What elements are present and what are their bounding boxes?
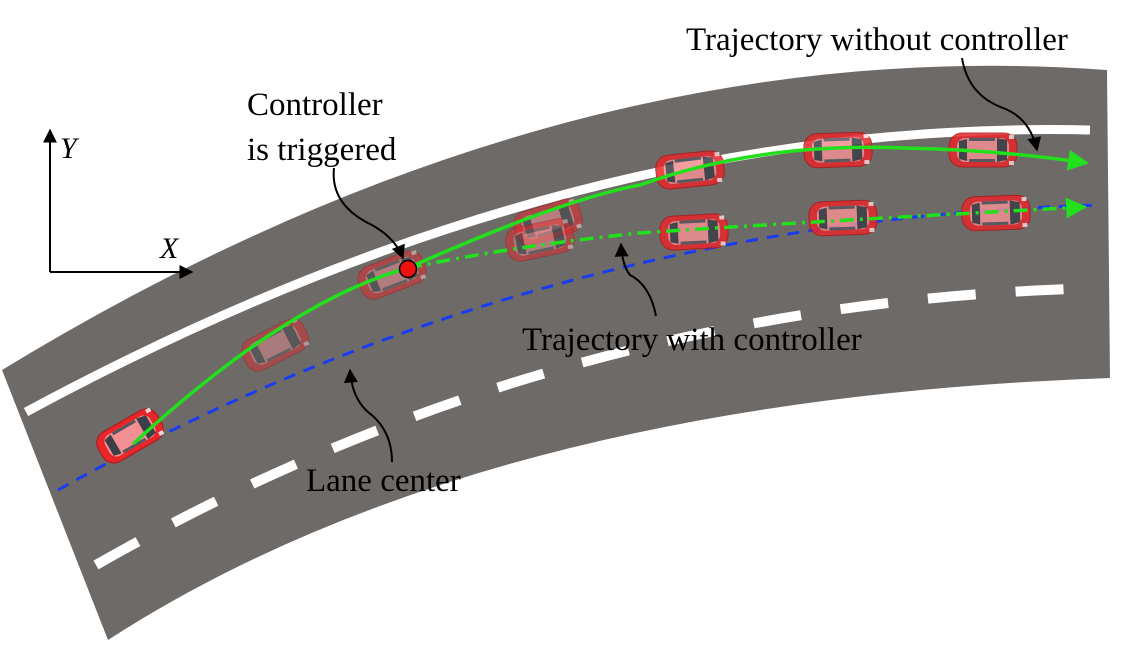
trajectory-without-controller: [131, 145, 1090, 446]
dashed-lane-line: [93, 283, 1104, 570]
trajectory-with-controller: [407, 197, 1088, 270]
lane-center-label: Lane center: [306, 463, 461, 499]
car-icon: [807, 199, 879, 237]
callout-with: [614, 242, 657, 317]
callout-lane-center: [343, 368, 393, 463]
y-axis-label: Y: [60, 132, 80, 165]
callout-trigger: [332, 167, 405, 260]
callout-without: [961, 57, 1042, 152]
road-edge-line: [23, 125, 1091, 416]
with-controller-label: Trajectory with controller: [522, 322, 862, 358]
trigger-point-icon: [398, 259, 418, 279]
trigger-label-line2: is triggered: [247, 132, 397, 168]
trigger-label-line1: Controller: [247, 87, 383, 123]
x-axis-label: X: [159, 232, 180, 265]
without-controller-label: Trajectory without controller: [686, 22, 1068, 58]
